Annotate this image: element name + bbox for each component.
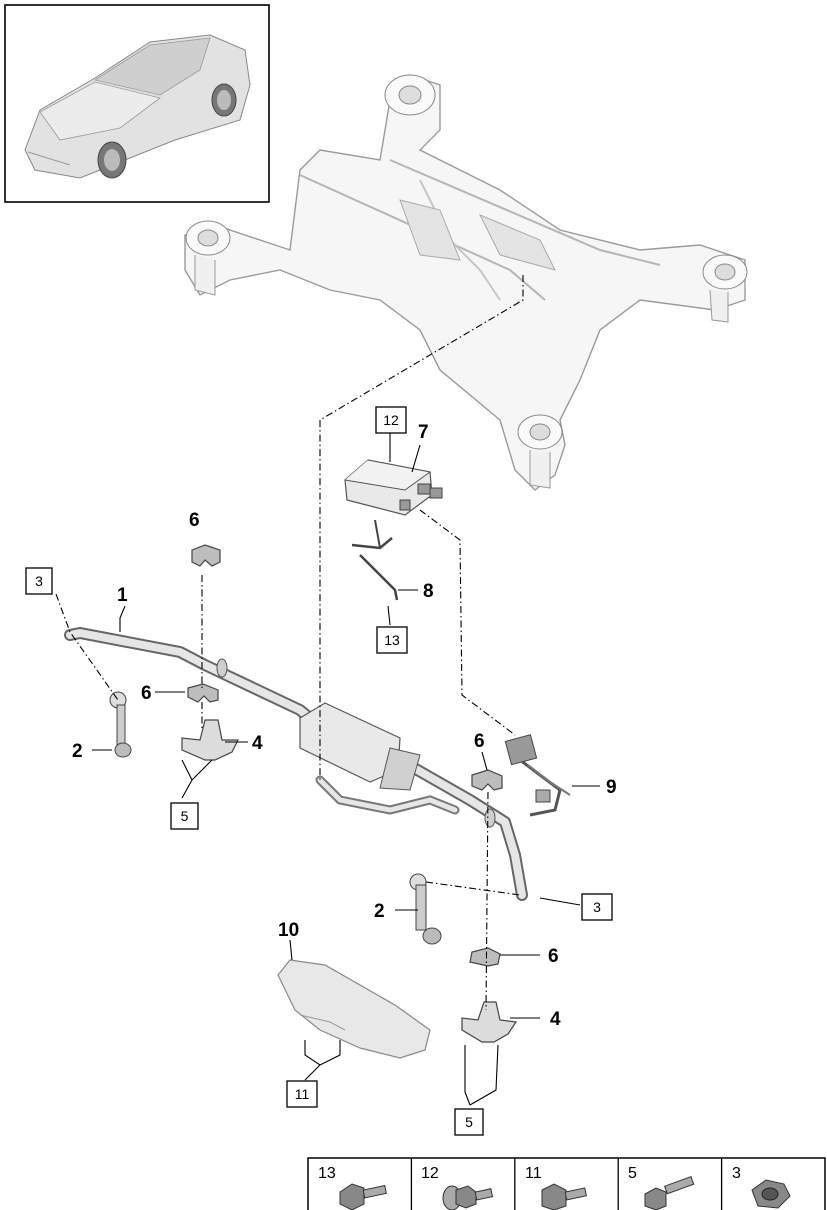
boxed-callout-3-left: 3 <box>25 567 53 595</box>
fastener-cell-label-5: 5 <box>628 1165 637 1182</box>
fastener-cell-label-3: 3 <box>732 1165 741 1182</box>
callout-2-right: 2 <box>374 901 385 922</box>
callout-4-left: 4 <box>252 733 263 754</box>
heat-shield <box>277 959 431 1059</box>
svg-text:5: 5 <box>181 808 189 824</box>
bushing-upper-left <box>191 544 221 567</box>
callout-8: 8 <box>423 581 434 602</box>
callout-6-mid: 6 <box>141 683 152 704</box>
boxed-callout-13: 13 <box>376 626 408 654</box>
boxed-callout-5-right: 5 <box>454 1108 484 1136</box>
callout-6-lower: 6 <box>548 946 559 967</box>
callout-labels: 1 2 2 4 4 6 6 6 6 7 8 9 10 <box>72 422 617 1030</box>
svg-text:11: 11 <box>295 1086 310 1102</box>
bracket <box>351 519 399 601</box>
nut-icon <box>751 1179 791 1209</box>
hex-bolt-icon <box>541 1183 587 1210</box>
boxed-callouts: 3 3 5 5 11 12 13 <box>25 406 613 1136</box>
svg-text:12: 12 <box>383 412 399 428</box>
svg-text:5: 5 <box>465 1114 473 1130</box>
dash-dot-lines <box>55 275 524 1011</box>
vehicle-thumbnail <box>4 4 270 203</box>
fastener-cell-label-11: 11 <box>525 1165 542 1182</box>
boxed-callout-12: 12 <box>375 406 407 434</box>
callout-4-right: 4 <box>550 1009 561 1030</box>
callout-6-right: 6 <box>474 731 485 752</box>
clamp-right <box>461 1001 518 1043</box>
boxed-callout-5-left: 5 <box>170 802 199 830</box>
callout-10: 10 <box>278 920 299 941</box>
control-unit <box>344 459 443 516</box>
boxed-callout-11: 11 <box>286 1080 318 1108</box>
flange-bolt-icon <box>442 1185 494 1210</box>
callout-9: 9 <box>606 777 617 798</box>
long-bolt-icon <box>644 1176 695 1210</box>
coupling-link-right <box>409 873 442 945</box>
boxed-callout-3-right: 3 <box>581 893 613 921</box>
callout-7: 7 <box>418 422 429 443</box>
bushing-right <box>471 769 503 791</box>
bushing-mid-left <box>187 683 219 703</box>
svg-text:3: 3 <box>35 573 43 589</box>
callout-2-left: 2 <box>72 741 83 762</box>
svg-text:13: 13 <box>384 632 400 648</box>
bushing-lower-right <box>469 947 501 967</box>
wiring-harness <box>504 734 571 817</box>
callout-6-top: 6 <box>189 510 200 531</box>
rear-subframe <box>184 74 748 491</box>
fastener-cell-label-12: 12 <box>421 1165 439 1182</box>
fastener-table: 13 12 11 5 3 <box>307 1157 826 1210</box>
svg-text:3: 3 <box>593 899 601 915</box>
clamp-left <box>181 719 239 761</box>
coupling-link-left <box>109 691 132 758</box>
bolt-icon <box>339 1183 387 1210</box>
stabilizer-bar <box>64 627 528 901</box>
leader-lines <box>92 432 600 1106</box>
callout-1: 1 <box>117 585 128 606</box>
fastener-cell-label-13: 13 <box>318 1165 336 1182</box>
